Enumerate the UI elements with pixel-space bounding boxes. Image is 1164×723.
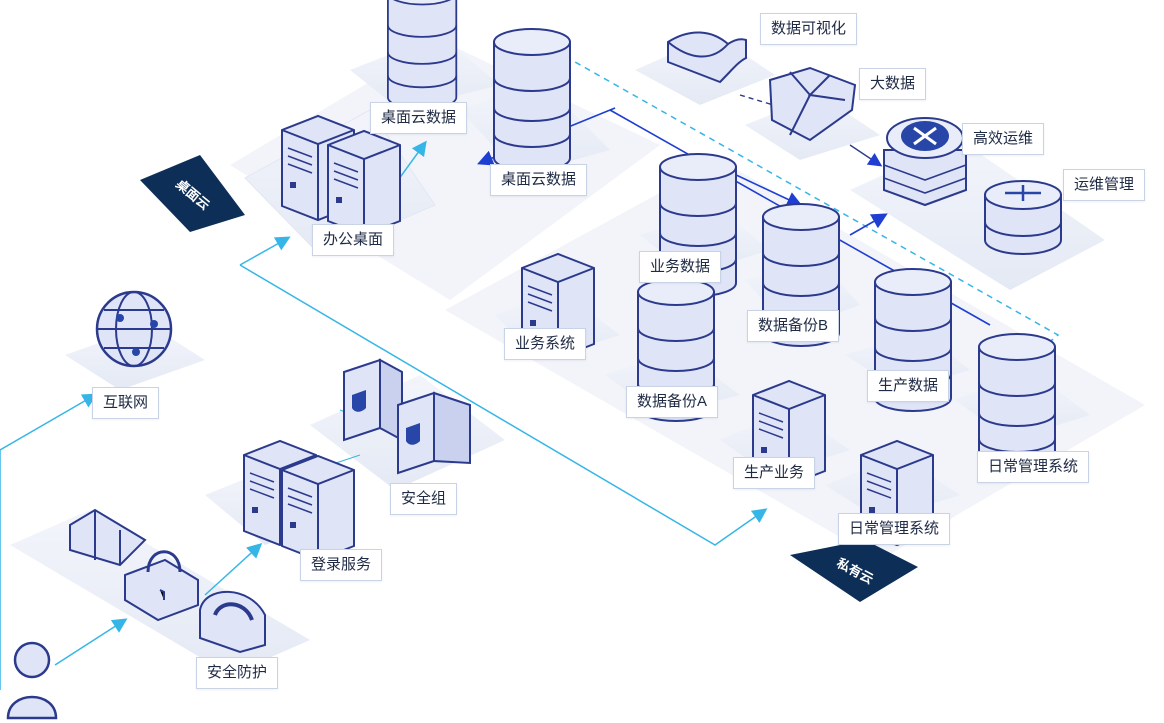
label-desktop-cloud-data: 桌面云数据 — [370, 102, 468, 134]
server-icon — [327, 130, 401, 236]
database-icon — [387, 0, 458, 110]
lock-icon — [124, 550, 199, 622]
label-daily-management-system: 日常管理系统 — [977, 451, 1090, 483]
label-desktop-cloud-data: 桌面云数据 — [490, 164, 588, 196]
big-data-icon — [768, 66, 857, 142]
database-icon — [493, 28, 571, 172]
label-big-data: 大数据 — [859, 68, 927, 100]
label-production-data: 生产数据 — [867, 370, 950, 402]
ops-management-icon — [984, 180, 1062, 255]
label-security-protection: 安全防护 — [196, 657, 279, 689]
label-daily-management-system: 日常管理系统 — [838, 513, 951, 545]
gauge-icon — [199, 590, 266, 654]
label-office-desktop: 办公桌面 — [312, 224, 395, 256]
label-login-service: 登录服务 — [300, 549, 383, 581]
label-security-group: 安全组 — [390, 483, 458, 515]
label-data-visualization: 数据可视化 — [760, 13, 858, 45]
label-business-data: 业务数据 — [639, 251, 722, 283]
user-icon — [6, 641, 58, 720]
label-data-backup-b: 数据备份B — [747, 310, 840, 342]
label-data-backup-a: 数据备份A — [626, 386, 719, 418]
server-icon — [281, 455, 355, 561]
private-cloud-banner: 私有云 — [790, 540, 918, 602]
desktop-cloud-banner: 桌面云 — [140, 155, 245, 232]
label-business-system: 业务系统 — [504, 328, 587, 360]
shield-icon — [69, 508, 147, 567]
firewall-icon — [343, 358, 471, 475]
globe-icon — [95, 290, 173, 368]
label-internet: 互联网 — [92, 387, 160, 419]
label-ops-efficiency: 高效运维 — [962, 123, 1045, 155]
label-production-business: 生产业务 — [733, 457, 816, 489]
label-ops-management: 运维管理 — [1063, 169, 1146, 201]
data-visualization-icon — [667, 31, 747, 84]
ops-efficiency-icon — [883, 117, 967, 207]
